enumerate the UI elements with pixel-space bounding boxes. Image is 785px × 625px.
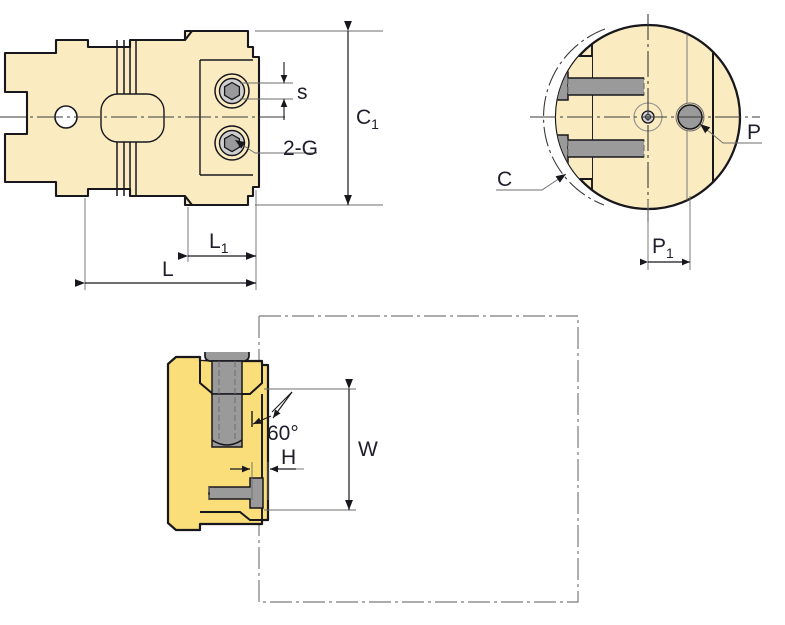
side-view: s 2-G C1 L1 L: [0, 21, 383, 290]
flange-chamfer-upper: [184, 30, 193, 41]
dimension-s: s: [240, 62, 308, 120]
dimension-label-l: L: [162, 258, 174, 281]
leader-label-c: C: [497, 168, 512, 191]
end-view-screw-upper: [556, 71, 645, 101]
detail-view: 60° H W: [166, 315, 579, 603]
dimension-label-l1: L1: [209, 230, 229, 256]
dimension-c1: C1: [255, 21, 383, 206]
dimension-label-h: H: [281, 446, 296, 469]
dimension-label-c1: C1: [356, 106, 379, 132]
end-view: P C P1: [496, 14, 762, 270]
dimension-l: L: [75, 198, 257, 290]
detail-bottom-notch: [200, 508, 263, 521]
dimension-angle-60: 60°: [251, 391, 299, 445]
callout-label-2g: 2-G: [283, 137, 318, 160]
detail-locating-pin: [208, 477, 264, 509]
screw-upper: [214, 73, 250, 109]
flange-chamfer-lower: [184, 195, 193, 206]
detail-frame: [259, 315, 579, 603]
leader-p: P: [699, 121, 762, 144]
dimension-p1: P1: [639, 196, 691, 270]
leader-c: C: [496, 168, 567, 191]
dimension-h: H: [230, 446, 304, 500]
reference-arc-c: [543, 28, 606, 206]
screw-lower: [214, 125, 250, 161]
callout-2g: 2-G: [234, 137, 318, 160]
hex-socket-lower-icon: [223, 133, 241, 153]
leader-label-p: P: [747, 121, 761, 144]
dimension-label-s: s: [297, 81, 308, 104]
drive-slot: [100, 93, 165, 143]
dimension-label-60: 60°: [267, 422, 299, 445]
dimension-label-p1: P1: [652, 235, 674, 261]
dimension-l1: L1: [178, 190, 257, 262]
dimension-label-w: W: [358, 438, 378, 461]
detail-clamp-screw: [204, 352, 250, 448]
dimension-w: W: [264, 379, 378, 511]
hex-socket-upper-icon: [223, 81, 241, 101]
